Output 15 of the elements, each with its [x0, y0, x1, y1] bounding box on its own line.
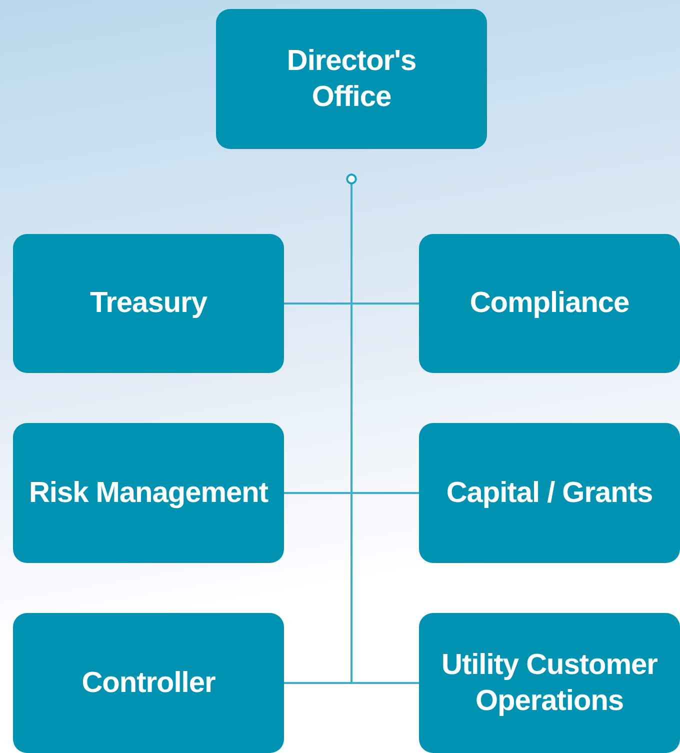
department-box — [13, 613, 284, 753]
department-box — [13, 234, 284, 373]
department-name: Utility Customer Operations — [440, 648, 658, 719]
department-box — [216, 9, 487, 149]
department-name: Treasury — [90, 286, 207, 322]
department-name: Compliance — [470, 286, 630, 322]
department-name: Controller — [82, 666, 216, 701]
department-box — [419, 234, 680, 373]
department-name: Director's Office — [286, 44, 418, 115]
department-name: Capital / Grants — [446, 476, 653, 511]
department-box — [419, 613, 680, 753]
department-box — [13, 423, 284, 563]
connector-line — [346, 174, 419, 684]
department-name: Risk Management — [28, 476, 268, 511]
department-box — [419, 423, 680, 563]
